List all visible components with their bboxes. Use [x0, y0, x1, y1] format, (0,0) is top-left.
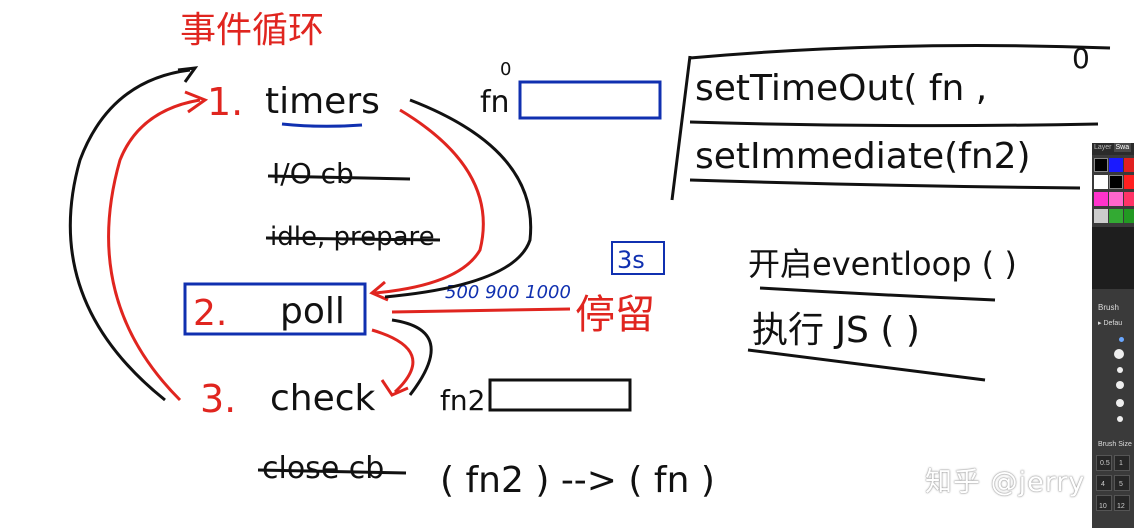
- inner-loop-arrow: [107, 98, 201, 402]
- close-strike: [257, 468, 407, 475]
- brush-size-5: 10: [1099, 503, 1107, 510]
- io-strike: [267, 174, 411, 181]
- poll-stay-line: [391, 307, 571, 314]
- swatch-9[interactable]: [1124, 192, 1134, 206]
- brush-size-cell-5[interactable]: [1096, 495, 1112, 511]
- brush-size-label: Brush Size: [1098, 441, 1132, 448]
- diagram-title: 事件循环: [180, 10, 324, 51]
- brush-size-3: 4: [1101, 481, 1105, 488]
- phase-2-number: 2.: [193, 293, 227, 334]
- timers-queue-item: fn: [480, 85, 510, 120]
- code-left-line: [670, 55, 692, 201]
- watermark: 知乎 @jerry: [925, 467, 1086, 498]
- brush-preset-label: Defau: [1103, 320, 1123, 327]
- outer-loop-arrowhead: [177, 66, 199, 83]
- timers-queue-box: [518, 80, 662, 120]
- timers-to-poll-arrow: [374, 108, 485, 295]
- code-mid-line: [689, 120, 1099, 128]
- phase-close-label: close cb: [262, 451, 384, 486]
- code-line-1-arg: 0: [1072, 42, 1090, 75]
- swatch-7[interactable]: [1094, 192, 1108, 206]
- tab-swatches[interactable]: Swa: [1113, 143, 1132, 152]
- brush-size-4: 5: [1119, 481, 1123, 488]
- brush-dot-large[interactable]: [1114, 349, 1124, 359]
- note-line-1: 开启eventloop ( ): [748, 245, 1017, 283]
- swatch-5[interactable]: [1109, 175, 1123, 189]
- brush-dot-2[interactable]: [1117, 367, 1123, 373]
- brush-size-1: 0.5: [1100, 460, 1110, 467]
- phase-io-label: I/O cb: [272, 157, 354, 190]
- brush-dot-4[interactable]: [1116, 399, 1124, 407]
- note-line-2: 执行 JS ( ): [752, 310, 920, 351]
- tab-layer[interactable]: Layer: [1094, 144, 1112, 151]
- check-queue-box: [488, 378, 632, 412]
- poll-limit-box: [611, 241, 665, 275]
- brush-selected-dot[interactable]: [1119, 337, 1124, 342]
- poll-box: [183, 282, 367, 336]
- brush-size-cell-2[interactable]: [1114, 455, 1130, 471]
- execution-order: ( fn2 ) --> ( fn ): [440, 460, 715, 501]
- swatch-3[interactable]: [1124, 158, 1134, 172]
- swatch-4[interactable]: [1094, 175, 1108, 189]
- poll-stay-label: 停留: [575, 292, 655, 338]
- swatch-12[interactable]: [1124, 209, 1134, 223]
- swatch-6[interactable]: [1124, 175, 1134, 189]
- outer-loop-arrow: [68, 68, 191, 402]
- phase-poll-label: poll: [280, 291, 345, 332]
- poll-to-check-black-arrow: [391, 318, 433, 396]
- timers-underline: [281, 122, 363, 128]
- timers-to-poll-black-arrow: [384, 98, 533, 299]
- poll-limit: 3s: [617, 246, 645, 274]
- brush-preset-folder[interactable]: ▸ Defau: [1098, 320, 1123, 327]
- swatch-empty-area: [1092, 227, 1134, 289]
- code-line-1: setTimeOut( fn ,: [695, 68, 987, 109]
- poll-to-check-arrowhead: [380, 379, 409, 397]
- inner-loop-arrowhead: [184, 90, 209, 114]
- code-line-2: setImmediate(fn2): [695, 136, 1031, 177]
- check-queue-item: fn2: [440, 384, 485, 417]
- timers-to-poll-arrowhead: [369, 280, 389, 302]
- swatch-11[interactable]: [1109, 209, 1123, 223]
- brush-size-2: 1: [1119, 460, 1123, 467]
- code-bottom-line: [689, 178, 1081, 190]
- phase-1-number: 1.: [207, 80, 243, 124]
- swatch-1[interactable]: [1094, 158, 1108, 172]
- brush-dot-3[interactable]: [1116, 381, 1124, 389]
- swatch-2[interactable]: [1109, 158, 1123, 172]
- phase-check-label: check: [270, 378, 376, 419]
- idle-strike: [265, 236, 441, 242]
- swatch-10[interactable]: [1094, 209, 1108, 223]
- brush-size-6: 12: [1117, 503, 1125, 510]
- swatch-8[interactable]: [1109, 192, 1123, 206]
- brush-size-cell-3[interactable]: [1096, 475, 1112, 491]
- poll-to-check-arrow: [371, 328, 415, 394]
- phase-3-number: 3.: [200, 377, 236, 421]
- brush-size-cell-4[interactable]: [1114, 475, 1130, 491]
- brush-size-cell-1[interactable]: [1096, 455, 1112, 471]
- poll-timer-values: 500 900 1000: [445, 282, 571, 303]
- brush-dot-5[interactable]: [1117, 416, 1123, 422]
- timers-zero: 0: [500, 59, 511, 80]
- note-underline-2: [747, 348, 986, 382]
- code-top-line: [689, 44, 1111, 60]
- phase-timers-label: timers: [265, 81, 380, 122]
- brush-size-cell-6[interactable]: [1114, 495, 1130, 511]
- note-underline-1: [759, 286, 996, 302]
- brush-label: Brush: [1098, 303, 1119, 312]
